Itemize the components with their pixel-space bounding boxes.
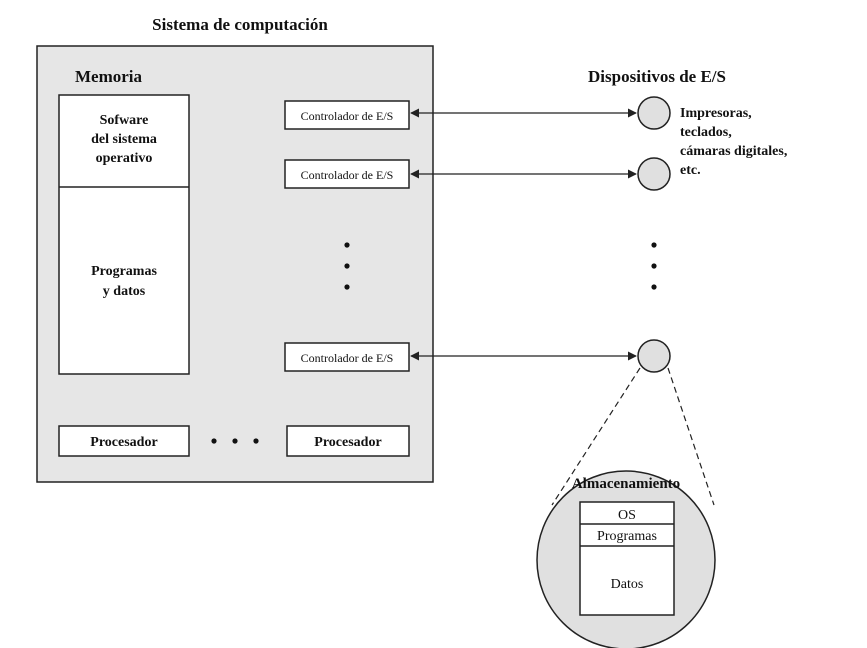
device-example-2: teclados, [680,125,732,140]
storage-programs-label: Programas [597,529,657,544]
os-software-line-3: operativo [96,151,153,166]
io-controller-2 [284,159,410,189]
device-ellipsis-dot [651,263,657,269]
devices-title: Dispositivos de E/S [588,67,726,86]
zoom-line-left [551,367,641,506]
io-device-1 [637,96,671,130]
io-controller-2-label: Controlador de E/S [301,168,394,182]
processor-ellipsis-dot [232,438,238,444]
storage-os-label: OS [618,508,636,523]
programs-data-line-2: y datos [103,284,146,299]
controller-ellipsis-dot [344,263,350,269]
io-device-storage [637,339,671,373]
processor-ellipsis-dot [211,438,217,444]
controller-ellipsis-dot [344,284,350,290]
io-controller-n [284,342,410,372]
processor-left-label: Procesador [90,435,157,450]
io-controller-1 [284,100,410,130]
storage-data-label: Datos [611,577,644,592]
io-device-2 [637,157,671,191]
device-example-4: etc. [680,163,701,178]
device-ellipsis-dot [651,242,657,248]
storage-label: Almacenamiento [572,476,680,492]
controller-ellipsis-dot [344,242,350,248]
diagram-title: Sistema de computación [152,15,328,34]
device-example-1: Impresoras, [680,106,752,121]
storage-contents-box [579,501,675,616]
processor-ellipsis-dot [253,438,259,444]
io-controller-n-label: Controlador de E/S [301,351,394,365]
processor-left [58,425,190,457]
processor-right-label: Procesador [314,435,381,450]
device-ellipsis-dot [651,284,657,290]
memory-label: Memoria [75,67,143,86]
memory-box [58,94,190,375]
programs-data-line-1: Programas [91,264,157,279]
os-software-line-1: Sofware [100,113,149,128]
io-controller-1-label: Controlador de E/S [301,109,394,123]
zoom-line-right [667,367,715,506]
processor-right [286,425,410,457]
device-example-3: cámaras digitales, [680,144,787,159]
os-software-line-2: del sistema [91,132,157,147]
